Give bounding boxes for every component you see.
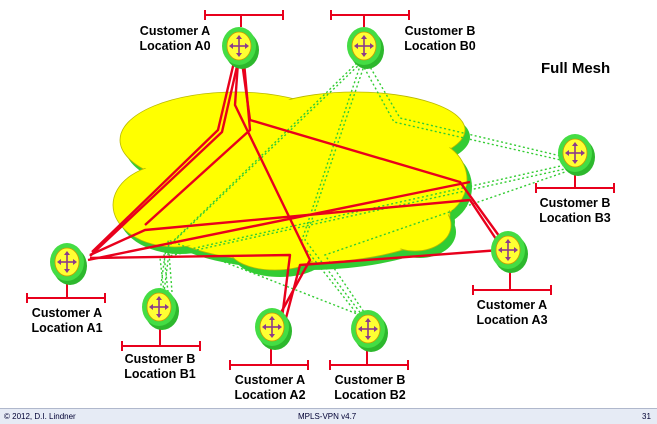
link-a0-a1-2 <box>89 61 240 257</box>
site-a3-customer: Customer A <box>476 298 548 312</box>
site-a1-location: Location A1 <box>31 321 103 335</box>
link-b0-b2 <box>304 59 367 316</box>
link-a1-a2 <box>89 253 292 319</box>
site-a0-location: Location A0 <box>139 39 211 53</box>
site-label-b1: Customer B Location B1 <box>120 352 200 382</box>
site-a2-customer: Customer A <box>234 373 306 387</box>
router-a1-icon <box>49 242 88 286</box>
site-label-a0: Customer A Location A0 <box>135 24 215 54</box>
footer-page-number: 31 <box>642 412 651 421</box>
lan-b3 <box>535 173 615 193</box>
link-b0-b3-2 <box>359 59 566 162</box>
slide-footer: © 2012, D.I. Lindner MPLS-VPN v4.7 31 <box>0 408 657 424</box>
site-b3-location: Location B3 <box>539 211 611 225</box>
lan-b1 <box>121 326 201 351</box>
lan-a0 <box>204 10 284 27</box>
lan-a1 <box>26 280 106 303</box>
router-a3-icon <box>490 230 529 274</box>
site-b3-customer: Customer B <box>539 196 611 210</box>
router-b2-icon <box>350 309 389 353</box>
footer-copyright: © 2012, D.I. Lindner <box>4 412 76 421</box>
site-b2-customer: Customer B <box>334 373 406 387</box>
site-label-a3: Customer A Location A3 <box>472 298 552 328</box>
customer-b-mesh <box>159 59 566 316</box>
site-label-a2: Customer A Location A2 <box>230 373 310 403</box>
link-b0-b2-2 <box>300 59 363 316</box>
link-b0-b1-2 <box>159 59 361 293</box>
lan-segments <box>26 10 615 370</box>
site-b2-location: Location B2 <box>334 388 406 402</box>
site-label-a1: Customer A Location A1 <box>27 306 107 336</box>
footer-course: MPLS-VPN v4.7 <box>298 412 357 421</box>
router-a0-icon <box>221 26 260 70</box>
site-b1-customer: Customer B <box>124 352 196 366</box>
lan-a3 <box>472 266 552 295</box>
link-a0-a1 <box>91 61 236 253</box>
link-b2-b3 <box>323 171 566 316</box>
link-a2-a3 <box>284 248 501 319</box>
link-b0-b3 <box>365 59 566 158</box>
site-a0-customer: Customer A <box>139 24 211 38</box>
link-b1-b2 <box>167 238 361 316</box>
router-b0-icon <box>346 26 385 70</box>
link-a1-a3-2 <box>87 180 471 262</box>
site-a1-customer: Customer A <box>31 306 103 320</box>
router-b1-icon <box>141 287 180 331</box>
lan-b0 <box>330 10 410 27</box>
site-b0-location: Location B0 <box>404 39 476 53</box>
site-b1-location: Location B1 <box>124 367 196 381</box>
site-label-b0: Customer B Location B0 <box>400 24 480 54</box>
link-b1-b3 <box>163 164 566 293</box>
lan-b2 <box>329 345 409 370</box>
lan-a2 <box>229 345 309 370</box>
site-label-b3: Customer B Location B3 <box>535 196 615 226</box>
site-b0-customer: Customer B <box>404 24 476 38</box>
site-label-b2: Customer B Location B2 <box>330 373 410 403</box>
customer-a-mesh <box>87 61 503 319</box>
site-a2-location: Location A2 <box>234 388 306 402</box>
link-b1-b3-2 <box>159 168 566 293</box>
site-a3-location: Location A3 <box>476 313 548 327</box>
diagram-title: Full Mesh <box>541 60 611 77</box>
link-a0-a1-3 <box>144 61 252 226</box>
